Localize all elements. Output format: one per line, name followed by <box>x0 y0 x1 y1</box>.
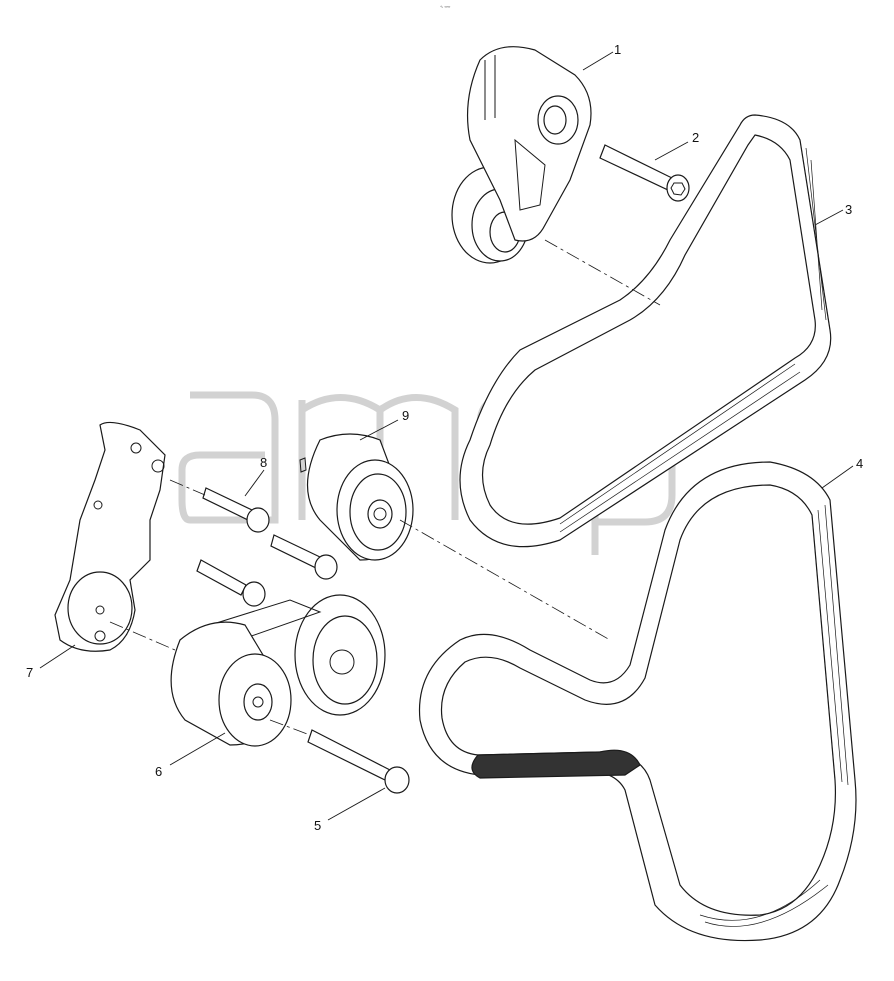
callout-label-8: 8 <box>260 455 267 470</box>
callout-label-4: 4 <box>856 456 863 471</box>
bolt-8c <box>196 559 266 607</box>
drive-belt-lower <box>418 461 857 942</box>
belt-tensioner-assembly <box>451 46 592 264</box>
callout-label-9: 9 <box>402 408 409 423</box>
callout-8: 8 <box>244 455 267 497</box>
callout-1: 1 <box>582 42 621 71</box>
drive-belt-upper <box>459 114 832 548</box>
callout-5: 5 <box>314 787 386 833</box>
callout-label-1: 1 <box>614 42 621 57</box>
callout-label-5: 5 <box>314 818 321 833</box>
callout-4: 4 <box>821 456 863 489</box>
callout-9: 9 <box>359 408 409 441</box>
callout-2: 2 <box>654 130 699 161</box>
callout-label-3: 3 <box>845 202 852 217</box>
assembly-centerlines <box>109 239 661 736</box>
callout-7: 7 <box>26 644 76 680</box>
callout-label-7: 7 <box>26 665 33 680</box>
bolt-8b <box>270 534 338 580</box>
bolt-8a <box>202 487 270 533</box>
bolt-2 <box>599 144 690 202</box>
callout-3: 3 <box>814 202 852 226</box>
bolt-5 <box>307 729 410 794</box>
idler-pulley-9 <box>299 433 414 561</box>
corner-mark: ∿ ∞∞ <box>440 4 450 9</box>
callout-6: 6 <box>155 732 226 779</box>
mounting-bracket-7 <box>54 421 166 652</box>
callout-label-2: 2 <box>692 130 699 145</box>
callout-label-6: 6 <box>155 764 162 779</box>
idler-tensioner-6 <box>170 594 386 747</box>
